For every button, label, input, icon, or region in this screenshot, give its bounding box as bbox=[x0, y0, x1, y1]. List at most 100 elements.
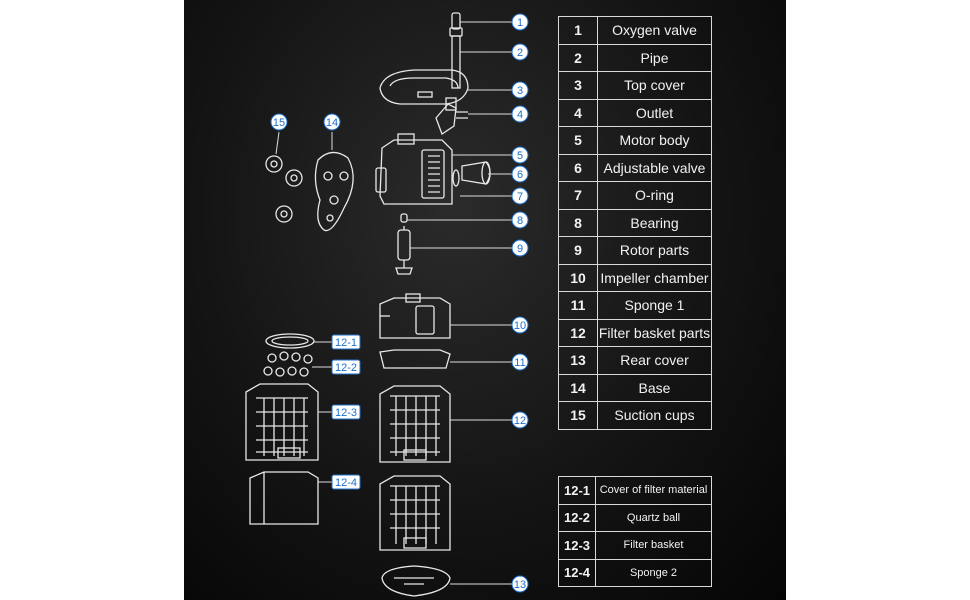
callout-label: 7 bbox=[517, 191, 523, 203]
part-name: Base bbox=[597, 373, 712, 402]
callout-label: 2 bbox=[517, 47, 523, 59]
part-number: 8 bbox=[558, 208, 598, 237]
callout-12: 12 bbox=[511, 411, 529, 429]
part-name: Sponge 1 bbox=[597, 291, 712, 320]
oxygen-valve-part bbox=[449, 12, 463, 37]
part-name: O-ring bbox=[597, 181, 712, 210]
quartz-balls-part bbox=[263, 351, 313, 377]
callout-3: 3 bbox=[511, 81, 529, 99]
callout-label: 4 bbox=[517, 109, 523, 121]
callout-label: 15 bbox=[273, 117, 285, 129]
outlet-part bbox=[435, 97, 468, 135]
callout-label: 9 bbox=[517, 243, 523, 255]
part-number: 2 bbox=[558, 43, 598, 72]
suction-cups-part bbox=[265, 155, 303, 223]
callout-label: 14 bbox=[326, 117, 338, 129]
part-name: Filter basket bbox=[595, 531, 712, 560]
part-name: Quartz ball bbox=[595, 503, 712, 532]
pipe-part bbox=[451, 35, 461, 89]
callout-label: 13 bbox=[514, 579, 526, 591]
callout-6: 6 bbox=[511, 165, 529, 183]
bearing-part bbox=[400, 213, 408, 223]
sponge-1-part bbox=[379, 349, 451, 369]
callout-12-4: 12-4 bbox=[331, 474, 361, 490]
callout-1: 1 bbox=[511, 13, 529, 31]
part-name: Impeller chamber bbox=[597, 263, 712, 292]
part-name: Filter basket parts bbox=[597, 318, 712, 347]
rear-cover-part bbox=[381, 565, 451, 597]
part-number: 12 bbox=[558, 318, 598, 347]
callout-13: 13 bbox=[511, 575, 529, 593]
part-name: Cover of filter material bbox=[595, 476, 712, 505]
part-number: 12-4 bbox=[558, 558, 596, 587]
part-name: Bearing bbox=[597, 208, 712, 237]
callout-label: 12 bbox=[514, 415, 526, 427]
part-number: 12-1 bbox=[558, 476, 596, 505]
filter-cover-part bbox=[265, 333, 315, 349]
part-name: Rear cover bbox=[597, 346, 712, 375]
callout-7: 7 bbox=[511, 187, 529, 205]
callout-9: 9 bbox=[511, 239, 529, 257]
callout-label: 12-1 bbox=[335, 337, 357, 349]
part-number: 4 bbox=[558, 98, 598, 127]
callout-label: 8 bbox=[517, 215, 523, 227]
part-number: 12-2 bbox=[558, 503, 596, 532]
part-number: 14 bbox=[558, 373, 598, 402]
callout-8: 8 bbox=[511, 211, 529, 229]
part-number: 11 bbox=[558, 291, 598, 320]
part-number: 7 bbox=[558, 181, 598, 210]
side-filter-basket-part bbox=[245, 383, 319, 461]
filter-basket-part bbox=[379, 385, 451, 463]
part-number: 15 bbox=[558, 401, 598, 430]
base-part bbox=[314, 151, 354, 232]
motor-body-part bbox=[375, 133, 453, 205]
callout-label: 12-2 bbox=[335, 362, 357, 374]
callout-4: 4 bbox=[511, 105, 529, 123]
callout-label: 5 bbox=[517, 150, 523, 162]
callout-label: 12-3 bbox=[335, 407, 357, 419]
part-name: Adjustable valve bbox=[597, 153, 712, 182]
part-name: Oxygen valve bbox=[597, 16, 712, 45]
part-name: Suction cups bbox=[597, 401, 712, 430]
callout-label: 3 bbox=[517, 85, 523, 97]
part-number: 1 bbox=[558, 16, 598, 45]
callout-15: 15 bbox=[270, 113, 288, 131]
callout-12-2: 12-2 bbox=[331, 359, 361, 375]
adjustable-valve-part bbox=[461, 161, 491, 185]
callout-12-1: 12-1 bbox=[331, 334, 361, 350]
part-number: 13 bbox=[558, 346, 598, 375]
sponge-2-part bbox=[249, 471, 319, 525]
callout-label: 1 bbox=[517, 17, 523, 29]
o-ring-part bbox=[452, 169, 460, 187]
part-number: 9 bbox=[558, 236, 598, 265]
callout-2: 2 bbox=[511, 43, 529, 61]
part-name: Outlet bbox=[597, 98, 712, 127]
part-number: 12-3 bbox=[558, 531, 596, 560]
part-number: 10 bbox=[558, 263, 598, 292]
callout-label: 12-4 bbox=[335, 477, 357, 489]
callout-10: 10 bbox=[511, 316, 529, 334]
impeller-chamber-part bbox=[379, 293, 451, 339]
part-number: 5 bbox=[558, 126, 598, 155]
part-number: 6 bbox=[558, 153, 598, 182]
